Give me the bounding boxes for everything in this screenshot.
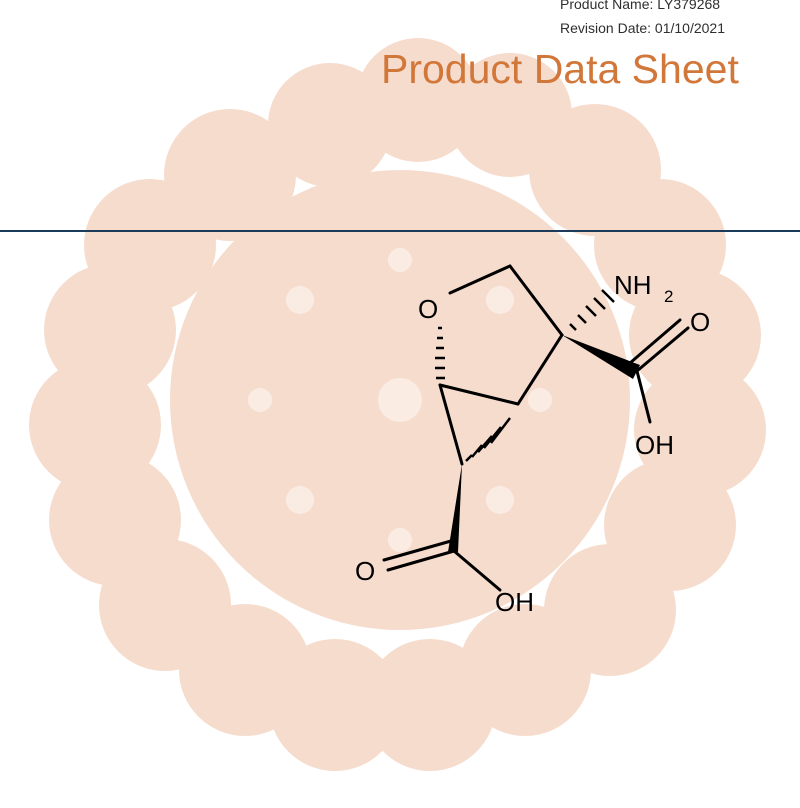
header-divider [0, 230, 800, 232]
bond-o-ch2 [448, 264, 512, 295]
atom-hydroxyl-right: OH [635, 430, 674, 460]
bond-cooh-bottom-co2 [382, 539, 453, 562]
atom-ring-oxygen: O [418, 294, 438, 324]
atom-amine: NH [614, 270, 652, 300]
document-title: Product Data Sheet [381, 46, 739, 92]
bond-cooh-right-co1 [635, 326, 690, 373]
atom-carbonyl-oxygen-bottom: O [355, 556, 375, 586]
wedge-cq-cooh [562, 335, 640, 379]
bond-cq-cbr [516, 333, 564, 406]
wedge-cc-cooh [448, 464, 462, 552]
atom-amine-subscript: 2 [664, 287, 673, 306]
hash-cq-nh2 [569, 289, 615, 331]
atom-hydroxyl-bottom: OH [495, 587, 534, 617]
bond-cooh-bottom-oh [452, 549, 502, 592]
bond-cooh-right-oh [635, 369, 652, 424]
bond-ch2-cq [508, 264, 564, 337]
bond-cl-cbr [438, 383, 520, 406]
bond-cl-cc [438, 383, 464, 466]
bond-cooh-bottom-co1 [386, 549, 456, 572]
atom-carbonyl-oxygen-right: O [690, 307, 710, 337]
product-name-line: Product Name: LY379268 [560, 0, 721, 12]
hash-cc-cbr [465, 417, 511, 462]
revision-date-line: Revision Date: 01/10/2021 [560, 20, 725, 36]
bond-cooh-right-co2 [628, 318, 682, 365]
hash-cl-o [435, 326, 445, 380]
